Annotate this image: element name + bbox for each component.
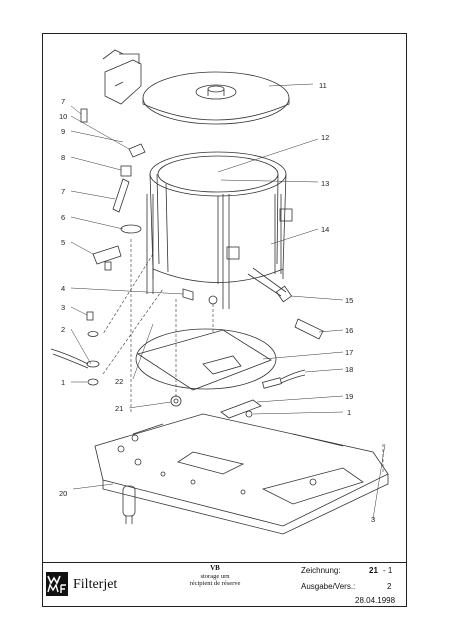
title-block: Filterjet VB storage urn récipient de ré… <box>42 563 407 607</box>
callout-3-right: 3 <box>371 515 375 524</box>
drawing-label: Zeichnung: <box>301 566 341 575</box>
drawing-number-row: Zeichnung: 21 - 1 <box>275 566 408 578</box>
side-panel-part <box>102 49 142 105</box>
urn-body-part <box>146 151 324 340</box>
logo-cell: Filterjet <box>43 563 155 606</box>
callout-20: 20 <box>59 489 67 498</box>
callout-13: 13 <box>321 179 329 188</box>
product-name: Filterjet <box>73 577 118 592</box>
description-cell: VB storage urn récipient de réserve <box>155 563 275 606</box>
base-frame-part <box>94 413 389 535</box>
small-parts-left <box>50 108 146 386</box>
edition-row: Ausgabe/Vers.: 2 <box>275 582 408 594</box>
exploded-view-drawing: 11 12 13 14 15 16 17 18 19 1 3 7 10 9 8 … <box>50 49 389 535</box>
description-code: VB <box>210 564 220 572</box>
callout-16: 16 <box>345 326 353 335</box>
callout-1-left: 1 <box>61 378 65 387</box>
callout-14: 14 <box>321 225 329 234</box>
description-english: storage urn <box>200 572 230 580</box>
callout-2: 2 <box>61 325 65 334</box>
callout-18: 18 <box>345 365 353 374</box>
callout-9: 9 <box>61 127 65 136</box>
callout-12: 12 <box>321 133 329 142</box>
edition-value: 2 <box>387 582 392 591</box>
callout-7-top: 7 <box>61 97 65 106</box>
callout-5: 5 <box>61 238 65 247</box>
callout-8: 8 <box>61 153 65 162</box>
date-row: 28.04.1998 <box>275 596 408 608</box>
callout-11: 11 <box>319 81 327 90</box>
callout-numbers: 11 12 13 14 15 16 17 18 19 1 3 7 10 9 8 … <box>59 81 375 524</box>
drawing-sheet: - 1 <box>383 566 393 575</box>
lid-part <box>142 71 290 125</box>
callout-19: 19 <box>345 392 353 401</box>
edition-label: Ausgabe/Vers.: <box>301 582 356 591</box>
callout-15: 15 <box>345 296 353 305</box>
drawing-sheet: 11 12 13 14 15 16 17 18 19 1 3 7 10 9 8 … <box>42 33 407 563</box>
assembly-lines <box>102 239 384 474</box>
leader-lines <box>70 83 386 520</box>
callout-1-right: 1 <box>347 408 351 417</box>
callout-22: 22 <box>115 377 123 386</box>
callout-10: 10 <box>59 112 67 121</box>
wmf-logo-icon <box>46 572 68 596</box>
metadata-cell: Zeichnung: 21 - 1 Ausgabe/Vers.: 2 28.04… <box>275 563 408 606</box>
callout-7: 7 <box>61 187 65 196</box>
callout-21: 21 <box>115 404 123 413</box>
callout-17: 17 <box>345 348 353 357</box>
description-french: récipient de réserve <box>189 580 241 587</box>
drawing-number: 21 <box>369 566 378 575</box>
callout-4: 4 <box>61 284 65 293</box>
callout-3-left: 3 <box>61 303 65 312</box>
gasket-plate-part <box>135 328 277 391</box>
sensor-parts <box>170 369 306 419</box>
drawing-date: 28.04.1998 <box>355 596 396 605</box>
callout-6: 6 <box>61 213 65 222</box>
